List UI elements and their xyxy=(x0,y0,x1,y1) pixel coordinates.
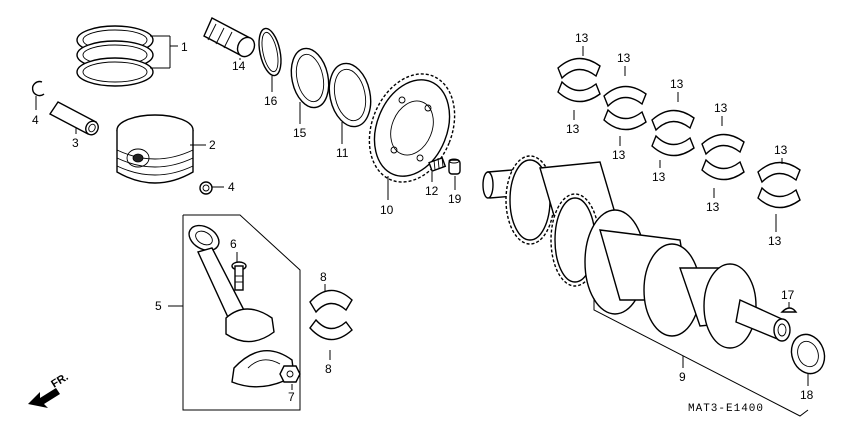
piston-pin xyxy=(48,101,99,136)
callout-17: 17 xyxy=(781,288,795,302)
main-bearing-set xyxy=(557,57,801,209)
callout-12: 12 xyxy=(425,184,439,198)
callout-2: 2 xyxy=(209,138,216,152)
callout-4: 4 xyxy=(228,180,235,194)
piston-pin-clip xyxy=(31,80,45,97)
piston-ring-set xyxy=(76,25,154,87)
woodruff-key xyxy=(780,307,798,313)
drawing-code: MAT3-E1400 xyxy=(688,403,764,415)
callout-13: 13 xyxy=(566,122,580,136)
callout-7: 7 xyxy=(288,390,295,404)
callout-13: 13 xyxy=(768,234,782,248)
piston-pin-clip xyxy=(199,181,213,195)
piston xyxy=(116,114,194,184)
callout-13: 13 xyxy=(617,51,631,65)
front-arrow-icon xyxy=(28,388,60,408)
damper-pin xyxy=(448,158,461,175)
callout-19: 19 xyxy=(448,192,462,206)
rod-nut xyxy=(279,365,301,383)
callout-4: 4 xyxy=(32,113,39,127)
callout-10: 10 xyxy=(380,203,394,217)
callout-11: 11 xyxy=(336,146,349,160)
callout-8: 8 xyxy=(325,362,332,376)
callout-18: 18 xyxy=(800,388,814,402)
callout-13: 13 xyxy=(575,31,589,45)
snap-ring xyxy=(258,27,282,77)
callout-5: 5 xyxy=(155,299,162,313)
callout-13: 13 xyxy=(714,101,728,115)
callout-13: 13 xyxy=(612,148,626,162)
callout-6: 6 xyxy=(230,237,237,251)
rod-bearing xyxy=(309,289,353,314)
callout-13: 13 xyxy=(652,170,666,184)
crankshaft-end-bearing xyxy=(790,333,826,375)
callout-13: 13 xyxy=(670,77,684,91)
damper-spring xyxy=(428,156,447,172)
connecting-rod xyxy=(188,224,275,343)
callout-8: 8 xyxy=(320,270,327,284)
callout-13: 13 xyxy=(774,143,788,157)
needle-bearing xyxy=(203,17,256,58)
crankshaft xyxy=(482,155,791,349)
direction-label: FR. xyxy=(49,371,70,391)
callout-16: 16 xyxy=(264,94,278,108)
callout-9: 9 xyxy=(679,370,686,384)
callout-15: 15 xyxy=(293,126,307,140)
rod-bolt xyxy=(231,261,247,291)
primary-sprocket xyxy=(368,73,456,183)
callout-14: 14 xyxy=(232,59,246,73)
spacer-ring xyxy=(328,62,372,128)
callout-13: 13 xyxy=(706,200,720,214)
thrust-washer xyxy=(290,47,330,109)
callout-1: 1 xyxy=(181,40,188,54)
callout-3: 3 xyxy=(72,136,79,150)
rod-bearing xyxy=(309,318,353,341)
